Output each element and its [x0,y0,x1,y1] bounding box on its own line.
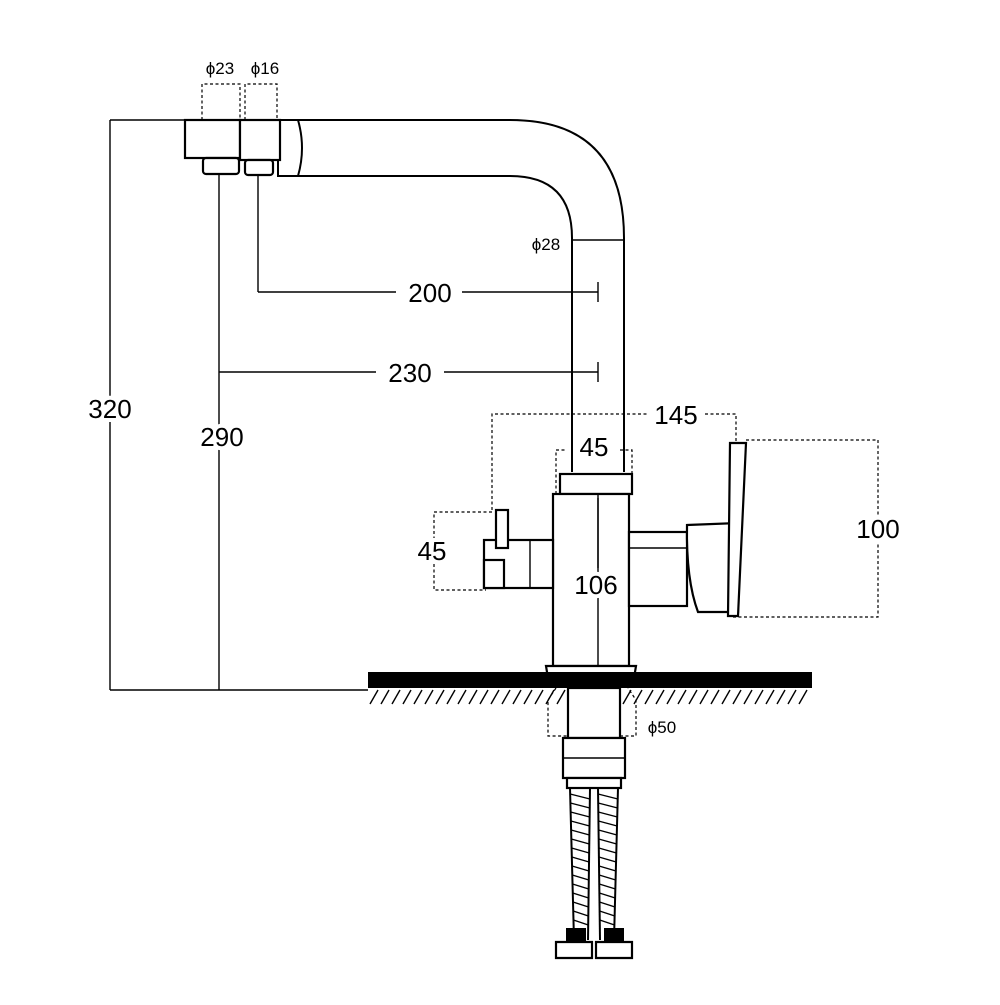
label-d16: ϕ16 [251,59,279,78]
label-d50: ϕ50 [648,718,676,737]
mounting-shank [561,686,627,790]
label-290: 290 [200,422,243,452]
dimension-lines [109,83,879,737]
label-d23: ϕ23 [206,59,234,78]
left-handle [482,508,555,590]
label-320: 320 [88,394,131,424]
label-145: 145 [654,400,697,430]
label-230: 230 [388,358,431,388]
label-45-top: 45 [580,432,609,462]
faucet-outlets [183,118,282,177]
supply-hoses [554,787,634,960]
right-lever [627,441,748,618]
faucet-spout [277,119,625,472]
label-45-side: 45 [418,536,447,566]
label-d28: ϕ28 [532,235,560,254]
label-200: 200 [408,278,451,308]
dimension-labels: ϕ23 ϕ16 ϕ28 200 230 320 290 145 45 45 10… [84,59,903,737]
label-100: 100 [856,514,899,544]
label-106: 106 [574,570,617,600]
